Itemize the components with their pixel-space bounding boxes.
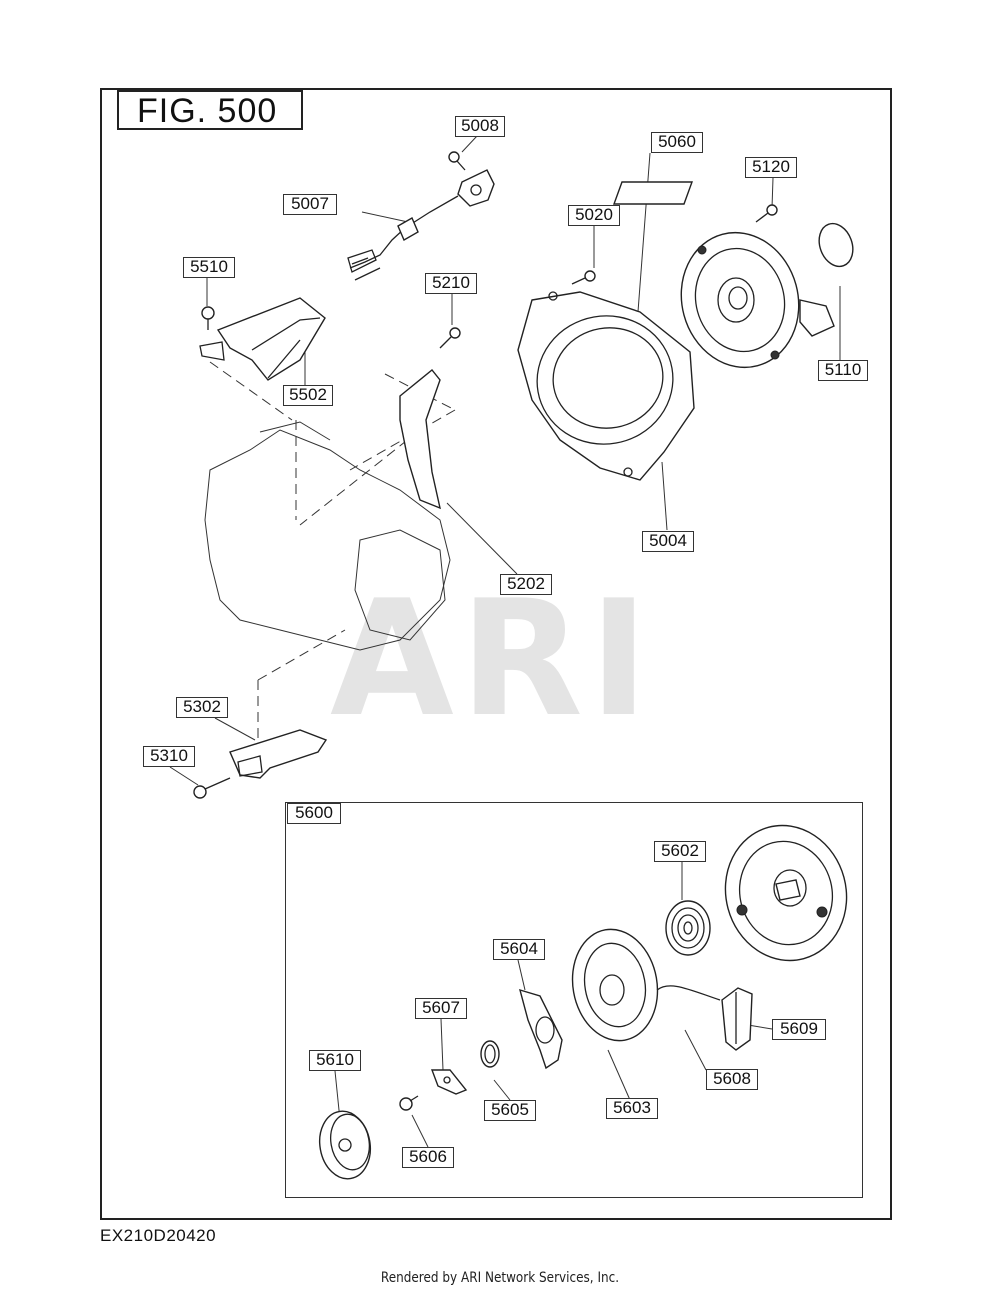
watermark: ARI bbox=[330, 565, 655, 752]
part-5008-screw bbox=[448, 151, 466, 171]
callout-5302: 5302 bbox=[176, 697, 228, 718]
callout-5210: 5210 bbox=[425, 273, 477, 294]
figure-frame bbox=[100, 88, 892, 1220]
callout-5007: 5007 bbox=[283, 194, 337, 215]
callout-5510: 5510 bbox=[183, 257, 235, 278]
subassembly-box-5600 bbox=[285, 802, 863, 1198]
part-5610-pulley bbox=[318, 1110, 372, 1180]
callout-5008: 5008 bbox=[455, 116, 505, 137]
part-5302-guard bbox=[229, 729, 328, 779]
callout-5110: 5110 bbox=[818, 360, 868, 381]
part-5007-coil bbox=[347, 169, 495, 281]
callout-5605: 5605 bbox=[484, 1100, 536, 1121]
part-5020-screw bbox=[571, 270, 596, 285]
callout-5602: 5602 bbox=[654, 841, 706, 862]
callout-5600: 5600 bbox=[287, 803, 341, 824]
part-5603-reel bbox=[571, 928, 721, 1042]
callout-5202: 5202 bbox=[500, 574, 552, 595]
part-5502-cover bbox=[199, 297, 326, 381]
callout-5609: 5609 bbox=[772, 1019, 826, 1040]
part-5310-bolt bbox=[193, 777, 231, 799]
callout-5004: 5004 bbox=[642, 531, 694, 552]
part-5602-spring bbox=[665, 900, 711, 956]
part-recoil-starter bbox=[680, 231, 835, 369]
part-5004-blower-housing bbox=[517, 291, 695, 481]
part-5060-label bbox=[613, 181, 693, 205]
part-reel-case bbox=[724, 824, 848, 962]
part-5210-bolt bbox=[439, 327, 461, 349]
callout-5607: 5607 bbox=[415, 998, 467, 1019]
callout-5610: 5610 bbox=[309, 1050, 361, 1071]
callout-5502: 5502 bbox=[283, 385, 333, 406]
callout-5606: 5606 bbox=[402, 1147, 454, 1168]
part-5609-handle bbox=[721, 987, 753, 1051]
part-5510-bolt bbox=[201, 306, 215, 330]
figure-code: EX210D20420 bbox=[100, 1226, 217, 1245]
part-5202-baffle bbox=[399, 369, 441, 510]
part-5607-pawl bbox=[430, 1069, 468, 1095]
figure-title: FIG. 500 bbox=[117, 90, 303, 130]
callout-5120: 5120 bbox=[745, 157, 797, 178]
part-5606-screw bbox=[399, 1095, 419, 1111]
callout-5604: 5604 bbox=[493, 939, 545, 960]
callout-5060: 5060 bbox=[651, 132, 703, 153]
part-5110-cap bbox=[818, 222, 854, 268]
callout-5020: 5020 bbox=[568, 205, 620, 226]
footer-credit: Rendered by ARI Network Services, Inc. bbox=[380, 1270, 620, 1286]
callout-5310: 5310 bbox=[143, 746, 195, 767]
callout-5603: 5603 bbox=[606, 1098, 658, 1119]
part-5120-screw bbox=[755, 204, 778, 223]
part-5604-ratchet bbox=[519, 988, 563, 1070]
callout-5608: 5608 bbox=[706, 1069, 758, 1090]
engine-outline bbox=[204, 421, 451, 651]
part-5605-spring bbox=[480, 1040, 500, 1068]
leader-lines bbox=[169, 135, 841, 1148]
